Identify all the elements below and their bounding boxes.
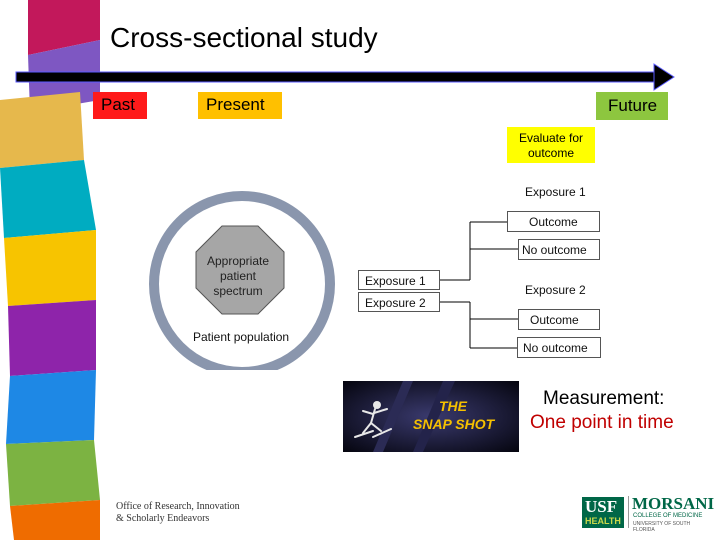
measurement-label: Measurement: <box>543 388 665 409</box>
logo-divider <box>628 496 629 528</box>
spectrum-line-2: patient <box>219 269 257 283</box>
branch-2-exposure-label: Exposure 2 <box>525 283 586 297</box>
office-line-2: & Scholarly Endeavors <box>116 513 210 524</box>
evaluate-line-2: outcome <box>527 146 575 160</box>
branch-1-outcome-box: Outcome <box>507 211 600 232</box>
university-logo-text: UNIVERSITY OF SOUTH FLORIDA <box>633 521 691 533</box>
usf-logo-block: USF HEALTH <box>582 497 624 528</box>
office-footer: Office of Research, Innovation & Scholar… <box>116 501 240 525</box>
group-exposure-1-box: Exposure 1 <box>358 270 440 290</box>
health-logo-text: HEALTH <box>585 516 621 526</box>
office-line-1: Office of Research, Innovation <box>116 501 240 512</box>
timeline-present-label: Present <box>198 92 282 119</box>
group-exposure-2-box: Exposure 2 <box>358 292 440 312</box>
snapshot-line-2: SNAP SHOT <box>413 416 495 432</box>
branch-2-outcome-box: Outcome <box>518 309 600 330</box>
branch-1-exposure-label: Exposure 1 <box>525 185 586 199</box>
slide-title: Cross-sectional study <box>110 22 378 53</box>
snapshot-line-1: THE <box>439 398 467 414</box>
evaluate-line-1: Evaluate for <box>518 131 584 145</box>
timeline-future-label: Future <box>596 92 668 120</box>
study-diagram <box>149 191 518 370</box>
college-logo-text: COLLEGE OF MEDICINE <box>633 513 703 519</box>
spectrum-line-3: spectrum <box>213 284 263 298</box>
appropriate-patient-spectrum: Appropriate patient spectrum <box>196 254 280 299</box>
usf-morsani-logo: USF HEALTH MORSANI COLLEGE OF MEDICINE U… <box>582 494 714 533</box>
measurement-value: One point in time <box>530 412 674 433</box>
branch-1-no-outcome-box: No outcome <box>518 239 600 260</box>
morsani-logo-text: MORSANI <box>632 494 715 513</box>
timeline-past-label: Past <box>93 92 147 119</box>
spectrum-line-1: Appropriate <box>206 254 270 268</box>
evaluate-for-outcome-box: Evaluate for outcome <box>507 127 595 163</box>
skier-icon <box>343 381 519 452</box>
usf-logo-text: USF <box>585 497 618 516</box>
patient-population-label: Patient population <box>193 330 290 344</box>
decorative-stripes <box>0 0 100 540</box>
branch-2-no-outcome-box: No outcome <box>517 337 601 358</box>
arrow-right-icon <box>15 63 675 91</box>
snapshot-image: THE SNAP SHOT <box>343 381 519 452</box>
